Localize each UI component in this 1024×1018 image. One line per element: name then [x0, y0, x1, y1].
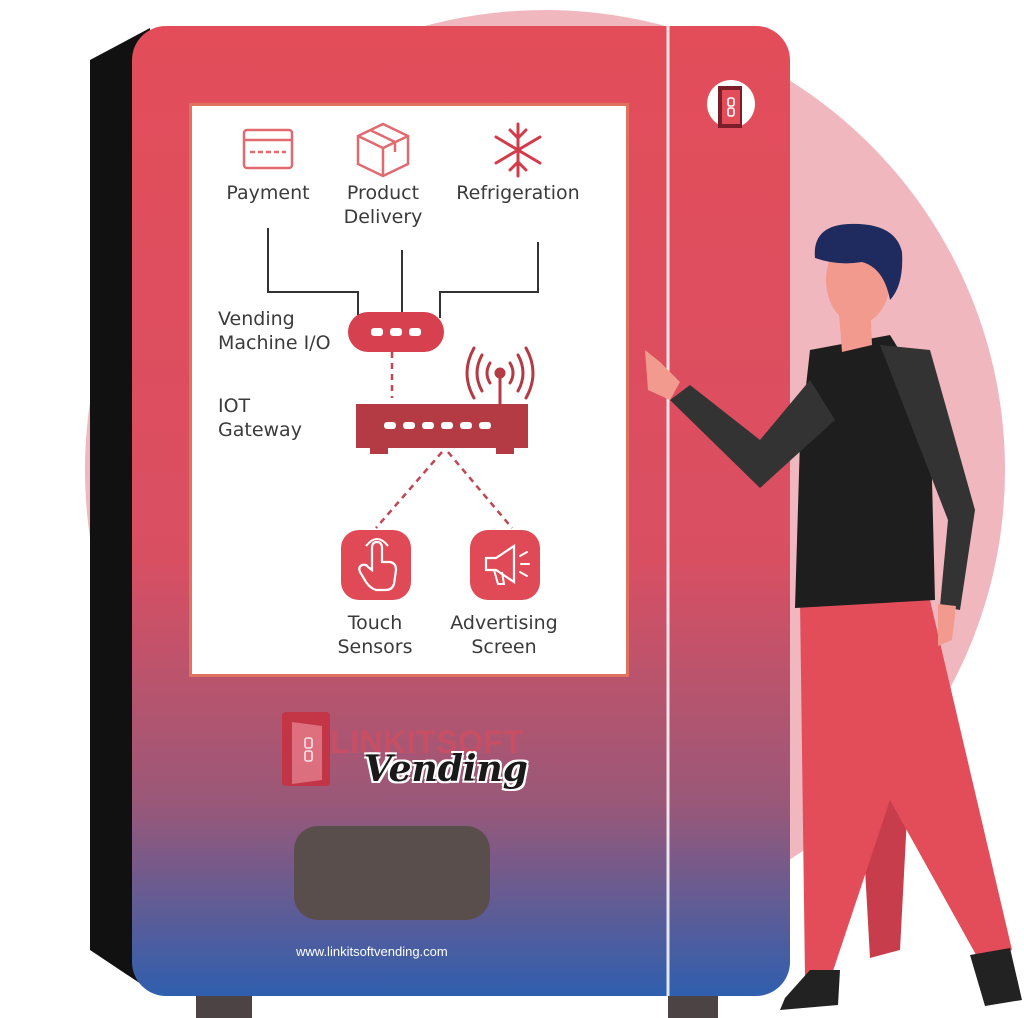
node-label-payment: Payment [226, 182, 310, 204]
card-icon [242, 128, 294, 170]
brand-script-text: Vending [364, 748, 528, 790]
brand-logo-text: LINKITSOFT [330, 724, 524, 760]
dashed-connectors [375, 352, 513, 529]
touch-hand-icon [341, 530, 411, 600]
brand-door-logo-icon [282, 712, 330, 786]
machine-leg [668, 996, 718, 1018]
node-label-refrigeration: Refrigeration [456, 182, 580, 204]
vending-io-device [348, 312, 444, 352]
node-label-advertising-screen: Advertising Screen [450, 612, 558, 658]
antenna-icon [465, 346, 535, 406]
person-illustration [645, 223, 1022, 1010]
dispense-slot [294, 826, 490, 920]
connector-lines [267, 228, 539, 318]
node-label-iot-gateway: IOT Gateway [218, 395, 302, 441]
snowflake-icon [494, 122, 542, 178]
router-icon [356, 404, 528, 454]
website-url: www.linkitsoftvending.com [296, 944, 448, 959]
machine-leg [196, 996, 252, 1018]
node-label-vending-io: Vending Machine I/O [218, 308, 331, 354]
megaphone-icon [470, 530, 540, 600]
door-logo-icon [707, 80, 755, 128]
node-label-product-delivery: Product Delivery [343, 182, 423, 228]
box-icon [356, 122, 410, 178]
node-label-touch-sensors: Touch Sensors [337, 612, 413, 658]
